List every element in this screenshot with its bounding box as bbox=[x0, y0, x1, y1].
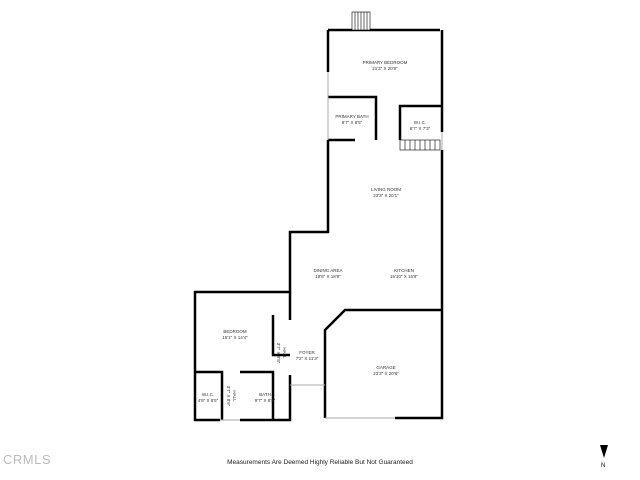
logo: CRMLS bbox=[3, 452, 52, 467]
room-wic-primary: W.I.C.6'7" X 7'3" bbox=[409, 120, 431, 131]
stairs bbox=[351, 11, 441, 151]
walls bbox=[193, 28, 444, 422]
room-wic-bedroom: W.I.C.4'9" X 8'5" bbox=[197, 392, 219, 403]
compass-arrow bbox=[600, 445, 608, 458]
compass-label: N bbox=[601, 463, 606, 469]
disclaimer: Measurements Are Deemed Highly Reliable … bbox=[227, 459, 413, 466]
windows bbox=[220, 72, 443, 421]
